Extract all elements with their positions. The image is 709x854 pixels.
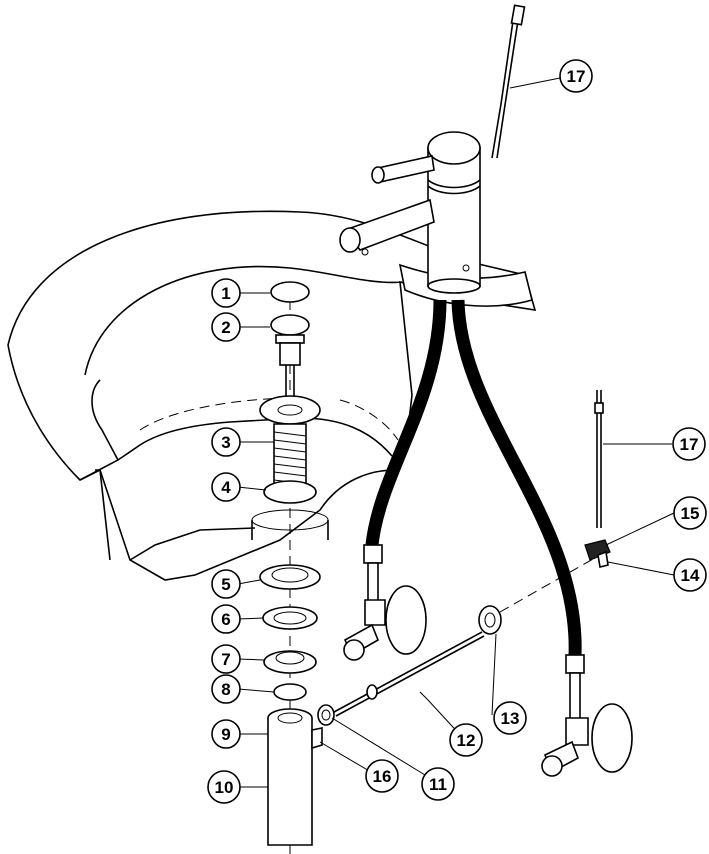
svg-text:7: 7 (221, 650, 230, 669)
part-6-washer (262, 606, 318, 630)
svg-text:12: 12 (457, 731, 476, 750)
callout-9: 9 (211, 719, 241, 749)
callout-4: 4 (211, 472, 241, 502)
svg-text:14: 14 (681, 566, 700, 585)
svg-text:8: 8 (221, 680, 230, 699)
callout-13: 13 (493, 701, 527, 735)
part-12-pivot-rod (333, 631, 485, 717)
part-7-nut (263, 650, 317, 674)
callout-1: 1 (211, 278, 241, 308)
part-17-lift-rod-lower (594, 390, 604, 528)
callout-5: 5 (211, 569, 241, 599)
lift-rod-upper (491, 4, 526, 159)
svg-text:6: 6 (221, 610, 230, 629)
part-11-pivot-nut (317, 704, 335, 726)
callout-15: 15 (673, 496, 707, 530)
callout-8: 8 (211, 674, 241, 704)
svg-text:17: 17 (567, 67, 586, 86)
callout-2: 2 (211, 312, 241, 342)
svg-text:11: 11 (429, 775, 447, 794)
part-2-stopper (270, 314, 310, 405)
faucet-body (339, 131, 481, 294)
right-supply-valve (541, 654, 633, 777)
callout-12: 12 (449, 723, 483, 757)
callout-7: 7 (211, 644, 241, 674)
callout-17-upper: 17 (559, 59, 593, 93)
svg-text:16: 16 (373, 767, 392, 786)
callout-16: 16 (365, 759, 399, 793)
leader-lines (237, 77, 675, 788)
part-13-nut (478, 605, 502, 635)
svg-text:10: 10 (215, 778, 234, 797)
callout-17-lower: 17 (672, 427, 706, 461)
left-supply-valve (343, 544, 427, 661)
part-15-clevis (584, 539, 611, 561)
svg-text:17: 17 (680, 435, 699, 454)
part-1-cap (270, 281, 310, 303)
callout-10: 10 (207, 770, 241, 804)
svg-text:2: 2 (221, 318, 230, 337)
svg-text:15: 15 (681, 504, 700, 523)
svg-text:4: 4 (221, 478, 231, 497)
supply-hoses (365, 299, 582, 656)
callout-3: 3 (211, 427, 241, 457)
part-4-gasket (263, 480, 317, 504)
callout-14: 14 (673, 558, 707, 592)
part-9-10-tailpiece (267, 708, 323, 846)
callout-6: 6 (211, 604, 241, 634)
svg-text:9: 9 (221, 725, 230, 744)
svg-text:5: 5 (221, 575, 230, 594)
part-8-washer (273, 683, 307, 701)
callout-11: 11 (421, 767, 455, 801)
svg-text:1: 1 (221, 284, 230, 303)
part-14-clip (597, 550, 609, 568)
svg-text:13: 13 (501, 709, 520, 728)
rod-axis (499, 554, 601, 613)
part-5-washer (259, 564, 321, 590)
svg-text:3: 3 (221, 433, 230, 452)
